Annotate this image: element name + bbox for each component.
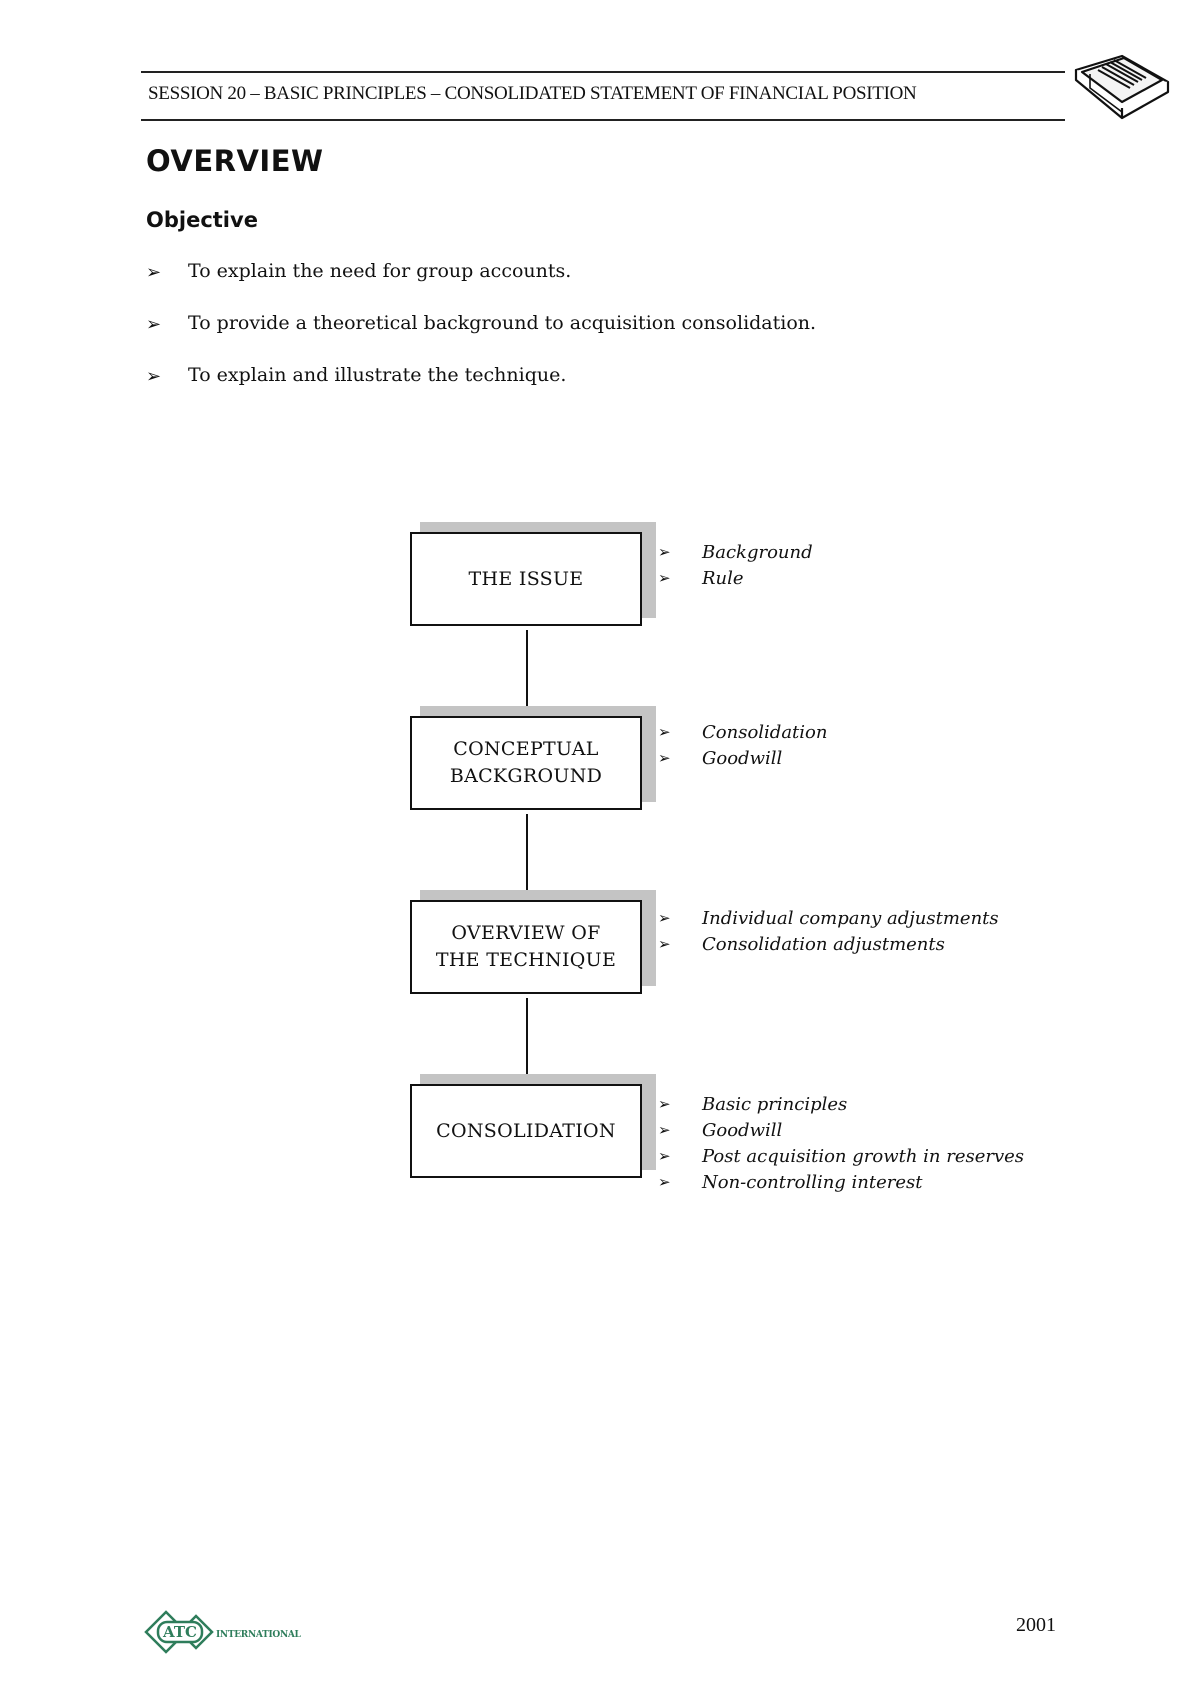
arrow-bullet-icon: ➢ [658, 1095, 671, 1113]
running-header: SESSION 20 – BASIC PRINCIPLES – CONSOLID… [148, 83, 917, 104]
arrow-bullet-icon: ➢ [658, 1173, 671, 1191]
arrow-bullet-icon: ➢ [658, 569, 671, 587]
arrow-bullet-icon: ➢ [658, 543, 671, 561]
arrow-bullet-icon: ➢ [658, 935, 671, 953]
diagram-point-text: Goodwill [702, 1120, 783, 1141]
arrow-bullet-icon: ➢ [658, 1121, 671, 1139]
arrow-bullet-icon: ➢ [146, 314, 162, 335]
arrow-bullet-icon: ➢ [658, 749, 671, 767]
logo-text: ATC [162, 1623, 197, 1641]
diagram-point-text: Post acquisition growth in reserves [702, 1146, 1025, 1167]
arrow-bullet-icon: ➢ [146, 366, 162, 387]
arrow-bullet-icon: ➢ [658, 909, 671, 927]
page-title: OVERVIEW [146, 144, 324, 178]
objective-item-text: To provide a theoretical background to a… [188, 312, 817, 334]
arrow-bullet-icon: ➢ [658, 1147, 671, 1165]
atc-logo: ATC INTERNATIONAL [144, 1610, 302, 1654]
box-label: THE ISSUE [468, 567, 584, 590]
diagram-point-text: Goodwill [702, 748, 783, 769]
diagram-point-text: Consolidation [702, 722, 828, 743]
logo-subtext: INTERNATIONAL [216, 1630, 302, 1640]
box-label-line: BACKGROUND [449, 765, 603, 787]
connector-line [526, 814, 528, 904]
diagram-point-text: Non-controlling interest [702, 1172, 923, 1193]
arrow-bullet-icon: ➢ [146, 262, 162, 283]
diagram-point-text: Basic principles [702, 1094, 848, 1115]
header-rule-top [141, 71, 1065, 73]
connector-line [526, 998, 528, 1088]
objective-item-text: To explain and illustrate the technique. [188, 364, 567, 386]
connector-line [526, 630, 528, 722]
diagram-box-conceptual-background: CONCEPTUAL BACKGROUND [410, 716, 642, 810]
header-rule-bottom [141, 119, 1065, 121]
arrow-bullet-icon: ➢ [658, 723, 671, 741]
page-number: 2001 [1016, 1614, 1056, 1636]
diagram-point-text: Consolidation adjustments [702, 934, 945, 955]
book-icon [1074, 54, 1170, 120]
diagram-point-text: Rule [702, 568, 744, 589]
diagram-box-overview-of-technique: OVERVIEW OF THE TECHNIQUE [410, 900, 642, 994]
box-label: CONSOLIDATION [436, 1119, 616, 1142]
diagram-box-the-issue: THE ISSUE [410, 532, 642, 626]
box-label-line: OVERVIEW OF [451, 922, 601, 944]
diagram-box-consolidation: CONSOLIDATION [410, 1084, 642, 1178]
objective-heading: Objective [146, 208, 258, 232]
objective-item-text: To explain the need for group accounts. [188, 260, 572, 282]
box-label-line: CONCEPTUAL [453, 738, 599, 760]
diagram-point-text: Background [702, 542, 813, 563]
box-label-line: THE TECHNIQUE [435, 949, 617, 971]
diagram-point-text: Individual company adjustments [702, 908, 999, 929]
